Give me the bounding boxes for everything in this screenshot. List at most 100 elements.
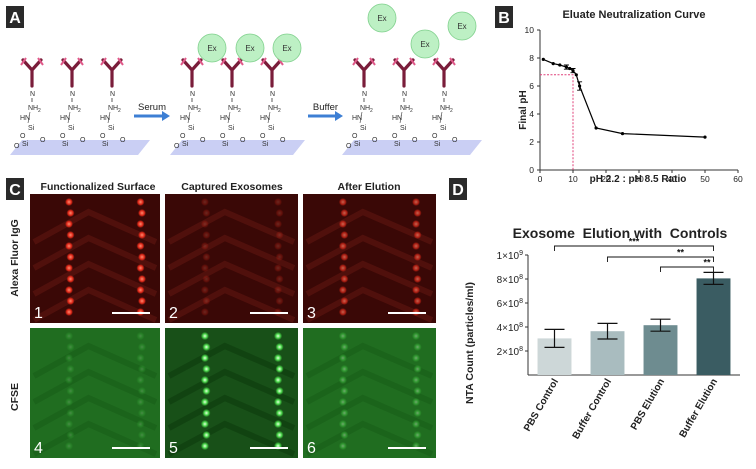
si-label: Si — [62, 141, 69, 148]
x-tick-label: 60 — [733, 174, 743, 184]
category-label: Buffer Elution — [678, 377, 721, 440]
fluorescent-spot — [338, 442, 347, 450]
y-tick-label: 8 — [529, 53, 534, 63]
o-label: O — [180, 133, 186, 140]
fluorescent-spot — [66, 231, 75, 239]
o-label: O — [14, 143, 20, 150]
fluorescent-spot — [200, 198, 209, 206]
fluorescent-spot — [338, 354, 347, 362]
fluorescent-spot — [136, 332, 145, 340]
fluorescent-spot — [413, 209, 422, 217]
exosome-label: Ex — [377, 14, 386, 23]
fluorescent-spot — [413, 431, 422, 439]
fluorescent-spot — [413, 253, 422, 261]
fluorescent-spot — [65, 198, 73, 206]
exosome: Ex — [272, 33, 302, 63]
fluorescent-spot — [275, 431, 284, 439]
image-number: 1 — [34, 305, 43, 322]
fluorescent-spot — [340, 253, 349, 261]
panel-d-label-box — [449, 178, 467, 200]
column-title-functionalized: Functionalized Surface — [41, 181, 156, 193]
exosome-icon — [272, 33, 302, 63]
chevron-structure — [305, 234, 434, 271]
fluorescent-spot — [65, 420, 73, 428]
fluorescent-spot — [66, 275, 75, 283]
panel-b-label-box — [495, 6, 513, 28]
fluorescent-spot — [200, 332, 209, 340]
significance-label: ** — [703, 258, 711, 268]
fluorescent-spot — [65, 332, 73, 340]
hn-label: HN — [392, 115, 402, 122]
o-label: O — [60, 133, 66, 140]
fluorescent-spot — [340, 297, 349, 305]
fluorescent-spot — [412, 376, 421, 384]
image-number: 4 — [34, 440, 43, 457]
fluorescent-spot — [340, 365, 349, 373]
o-label: O — [174, 143, 180, 150]
fluorescent-spot — [65, 264, 73, 272]
arrow-head — [335, 111, 343, 121]
data-point — [558, 63, 562, 67]
hn-label: HN — [20, 115, 30, 122]
y-tick-label: 10 — [525, 25, 535, 35]
nh-label: NH — [108, 105, 118, 112]
antibody-icon — [21, 58, 43, 88]
exosome: Ex — [367, 3, 397, 33]
si-label: Si — [440, 125, 447, 132]
panel-b-chart: B Eluate Neutralization Curve Final pH p… — [495, 6, 743, 185]
fluorescent-spot — [65, 242, 73, 250]
subscript-2: 2 — [370, 108, 373, 114]
n-label: N — [70, 91, 75, 98]
tick-exponent: 9 — [519, 250, 523, 257]
data-point — [574, 73, 578, 77]
fluorescent-spot — [136, 354, 145, 362]
exosome: Ex — [410, 29, 440, 59]
chevron-structure — [305, 342, 434, 379]
arrow-label: Buffer — [313, 102, 338, 113]
panel-d-chart: D Exosome Elution with Controls NTA Coun… — [449, 178, 740, 441]
si-label: Si — [108, 125, 115, 132]
exosome-label: Ex — [282, 44, 291, 53]
n-label: N — [270, 91, 275, 98]
chevron-structure — [32, 368, 158, 405]
si-label: Si — [28, 125, 35, 132]
o-label: O — [392, 133, 398, 140]
glass-surface — [342, 140, 482, 155]
x-tick-label: 0 — [538, 174, 543, 184]
tick-mantissa: 1×10 — [497, 251, 520, 262]
fluorescent-spot — [274, 198, 283, 206]
hn-label: HN — [60, 115, 70, 122]
microscopy-image: 3 — [303, 194, 436, 323]
antibody-tips — [392, 57, 416, 66]
subscript-2: 2 — [38, 108, 41, 114]
si-label: Si — [394, 141, 401, 148]
antibody-icon — [101, 58, 123, 88]
chevron-structure — [167, 420, 296, 457]
category-label: Buffer Control — [571, 377, 615, 441]
y-tick-label: 1×109 — [497, 250, 524, 262]
data-point — [541, 57, 545, 62]
antibody-icon — [353, 58, 375, 88]
fluorescent-spot — [138, 409, 146, 417]
si-label: Si — [360, 125, 367, 132]
fluorescent-spot — [340, 343, 349, 351]
fluorescent-spot — [338, 420, 347, 428]
data-point — [620, 132, 625, 136]
data-point — [568, 66, 572, 71]
panel-b-letter: B — [498, 10, 510, 27]
fluorescent-spot — [136, 398, 145, 406]
fluorescent-spot — [413, 231, 422, 239]
fluorescent-spot — [412, 264, 421, 272]
chart-d-title: Exosome Elution with Controls — [513, 225, 728, 241]
nh-label: NH — [68, 105, 78, 112]
fluorescent-spot — [340, 231, 349, 239]
tick-mantissa: 6×10 — [497, 299, 520, 310]
process-arrow: Buffer — [308, 102, 343, 121]
bond — [399, 111, 403, 124]
tick-exponent: 8 — [519, 274, 523, 281]
